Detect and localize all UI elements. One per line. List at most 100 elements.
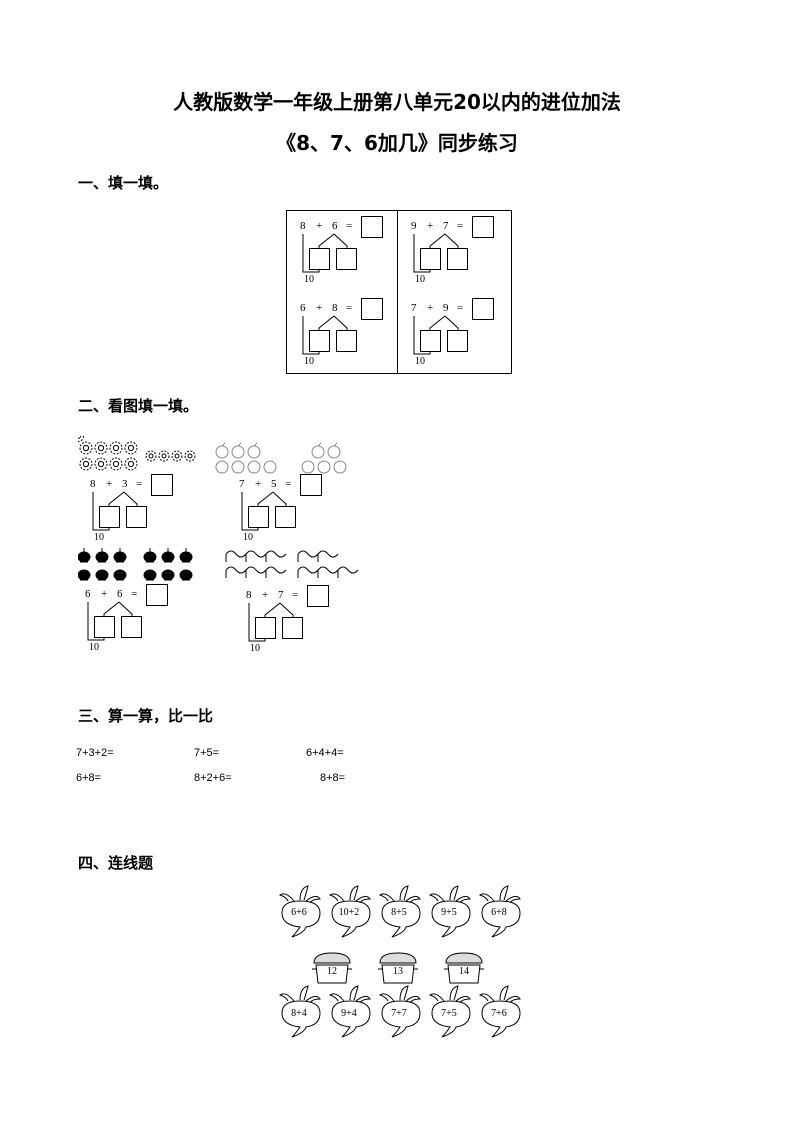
match-bottom-item[interactable]: 7+6 [491,1008,507,1019]
plus-sign: + [262,589,269,601]
page-subtitle: 《8、7、6加几》同步练习 [276,131,518,155]
answer-box[interactable] [472,298,494,320]
page-title: 人教版数学一年级上册第八单元20以内的进位加法 [173,90,621,114]
equals-sign: = [346,220,353,232]
plus-sign: + [316,302,323,314]
addend-a: 8 [246,589,252,601]
plus-sign: + [106,478,113,490]
plus-sign: + [255,478,262,490]
fill-grid [286,210,512,374]
split-box-right[interactable] [121,616,142,638]
fill-item-1: 8 + 6 = 10 [300,216,400,292]
split-box-right[interactable] [447,248,468,270]
flag-icon [225,550,359,578]
addend-a: 8 [90,478,96,490]
decompose-lines [413,315,459,355]
grid-divider [397,211,398,373]
split-box-left[interactable] [420,330,441,352]
decompose-lines [302,315,348,355]
match-top-item[interactable]: 9+5 [441,907,457,918]
addend-b: 7 [278,589,284,601]
fill-item-3: 6 + 8 = 10 [300,298,400,374]
addend-a: 8 [300,220,306,232]
section-1-heading: 一、填一填。 [78,174,169,192]
ten-label: 10 [415,356,425,367]
equals-sign: = [457,302,464,314]
calc-item: 6+4+4= [306,747,344,759]
answer-box[interactable] [151,474,173,496]
ten-label: 10 [304,274,314,285]
split-box-left[interactable] [255,617,276,639]
picture-art [78,436,359,581]
plus-sign: + [316,220,323,232]
flower-icon [78,436,84,442]
match-top-item[interactable]: 6+6 [291,907,307,918]
addend-b: 8 [332,302,338,314]
fill-item-2: 9 + 7 = 10 [411,216,511,292]
apple-icon [215,442,347,474]
ten-label: 10 [89,642,99,653]
ten-label: 10 [304,356,314,367]
picture-item-1: 8 + 3 = 10 [90,474,190,550]
split-box-left[interactable] [309,330,330,352]
addend-b: 3 [122,478,128,490]
section-3-heading: 三、算一算，比一比 [78,707,214,725]
decompose-lines [241,491,287,531]
match-top-item[interactable]: 10+2 [338,907,360,918]
equals-sign: = [136,478,143,490]
answer-box[interactable] [361,216,383,238]
section-2-heading: 二、看图填一填。 [78,397,199,415]
answer-box[interactable] [472,216,494,238]
split-box-right[interactable] [126,506,147,528]
answer-box[interactable] [300,474,322,496]
addend-a: 9 [411,220,417,232]
split-box-left[interactable] [420,248,441,270]
match-bottom-item[interactable]: 7+7 [391,1008,407,1019]
equals-sign: = [285,478,292,490]
decompose-lines [413,233,459,273]
equals-sign: = [292,589,299,601]
split-box-left[interactable] [94,616,115,638]
split-box-right[interactable] [275,506,296,528]
split-box-right[interactable] [336,330,357,352]
split-box-left[interactable] [309,248,330,270]
calc-item: 8+2+6= [194,772,232,784]
match-top-item[interactable]: 6+8 [491,907,507,918]
decompose-lines [87,601,133,641]
equals-sign: = [346,302,353,314]
match-bottom-item[interactable]: 9+4 [341,1008,357,1019]
calc-item: 7+5= [194,747,220,759]
match-pot-number[interactable]: 14 [459,966,469,977]
answer-box[interactable] [361,298,383,320]
ten-label: 10 [94,532,104,543]
addend-a: 7 [239,478,245,490]
match-top-item[interactable]: 8+5 [391,907,407,918]
addend-b: 7 [443,220,449,232]
answer-box[interactable] [307,585,329,607]
addend-a: 6 [300,302,306,314]
picture-item-2: 7 + 5 = 10 [239,474,339,550]
split-box-right[interactable] [447,330,468,352]
equals-sign: = [457,220,464,232]
match-bottom-item[interactable]: 7+5 [441,1008,457,1019]
answer-box[interactable] [146,584,168,606]
fill-item-4: 7 + 9 = 10 [411,298,511,374]
bee-icon [78,551,193,581]
match-bottom-item[interactable]: 8+4 [291,1008,307,1019]
addend-b: 6 [332,220,338,232]
addend-b: 5 [271,478,277,490]
calc-item: 6+8= [76,772,102,784]
match-pot-number[interactable]: 12 [327,966,337,977]
section-4-heading: 四、连线题 [78,854,154,872]
split-box-right[interactable] [282,617,303,639]
decompose-lines [92,491,138,531]
plus-sign: + [427,302,434,314]
decompose-lines [248,602,294,642]
split-box-left[interactable] [248,506,269,528]
picture-item-4: 8 + 7 = 10 [246,585,346,661]
split-box-right[interactable] [336,248,357,270]
plus-sign: + [427,220,434,232]
decompose-lines [302,233,348,273]
match-pot-number[interactable]: 13 [393,966,403,977]
split-box-left[interactable] [99,506,120,528]
